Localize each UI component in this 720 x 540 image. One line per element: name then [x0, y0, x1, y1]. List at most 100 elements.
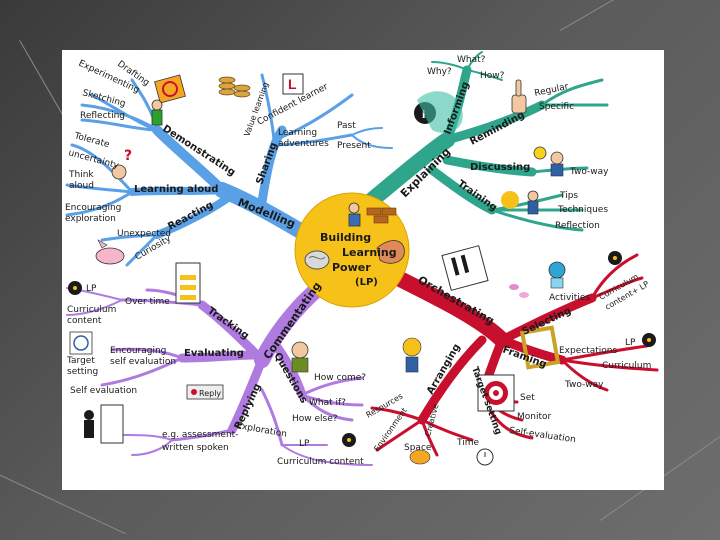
leaf-self-evaluation-2: Self evaluation	[70, 386, 137, 396]
planet-icon	[409, 449, 431, 465]
center-line-4: (LP)	[355, 277, 378, 288]
brain-icon	[304, 250, 330, 270]
leaf-present: Present	[337, 141, 371, 151]
branch-label-sharing: Sharing	[254, 141, 279, 186]
people-talking-icon	[533, 146, 564, 177]
mind-map-slide: Building Learning Power (LP) L ? i	[62, 50, 664, 490]
selecting-branch	[497, 293, 597, 345]
cd-icon	[642, 333, 656, 347]
learning-aloud-branch	[128, 186, 226, 196]
leaf-written-spoken: written spoken	[162, 443, 229, 453]
leaf-activities: Activities	[549, 293, 590, 303]
leaf-time: Time	[456, 438, 479, 448]
leaf-encouraging-exploration-2: exploration	[65, 214, 116, 224]
leaf-curriculum-content-1: Curriculum	[67, 305, 116, 315]
leaf-specific: Specific	[539, 102, 574, 112]
target-clipboard-icon	[69, 331, 93, 355]
flying-pig-icon	[95, 239, 125, 265]
leaf-techniques: Techniques	[557, 205, 608, 215]
boy-figure-icon	[151, 99, 163, 126]
no-entry-sign-icon	[154, 74, 186, 104]
branch-label-selecting: Selecting	[521, 306, 573, 338]
training-branch	[427, 165, 497, 215]
center-line-2: Learning	[342, 246, 397, 259]
leaf-tips: Tips	[559, 191, 578, 201]
cd-icon	[608, 251, 622, 265]
center-line-3: Power	[332, 261, 371, 274]
leaf-unexpected: Unexpected	[117, 229, 171, 239]
reminding-branch	[442, 100, 547, 145]
branch-label-discussing: Discussing	[470, 162, 530, 173]
leaf-think-aloud-1: Think	[68, 170, 94, 180]
leaf-regular: Regular	[534, 82, 570, 99]
builder-icon	[348, 202, 361, 227]
leaf-self-evaluation: Self-evaluation	[509, 426, 577, 445]
leaf-what: What?	[457, 55, 486, 65]
leaf-reflection: Reflection	[555, 221, 600, 231]
muscle-arm-icon	[376, 240, 405, 264]
leaf-encouraging-exploration-1: Encouraging	[65, 203, 121, 213]
branch-label-evaluating: Evaluating	[184, 348, 244, 359]
reply-button-label: Reply	[199, 389, 221, 398]
picture-frame-icon	[519, 325, 561, 370]
robot-icon	[548, 261, 566, 289]
leaf-what-if: What if?	[309, 398, 346, 408]
leaf-why: Why?	[427, 67, 452, 77]
leaf-lp-q: LP	[299, 439, 310, 449]
leaf-learning-adventures-2: adventures	[278, 139, 329, 149]
svg-text:?: ?	[124, 148, 132, 164]
branch-label-reacting: Reacting	[166, 200, 215, 233]
leaf-expectations: Expectations	[559, 346, 617, 356]
decorative-line	[560, 0, 720, 31]
orchestrating-branch	[394, 272, 510, 348]
leaf-how-come: How come?	[314, 373, 366, 383]
branch-label-learning-aloud: Learning aloud	[134, 184, 218, 195]
leaf-eg-assessment: e.g. assessment-	[162, 430, 238, 440]
branch-label-tracking: Tracking	[205, 305, 250, 341]
discussing-branch	[442, 155, 537, 177]
replying-branch	[227, 355, 267, 435]
sharing-branch	[257, 125, 287, 207]
sweets-icon	[509, 284, 529, 298]
confused-boy-icon: ?	[111, 148, 132, 180]
leaf-target-setting-2: setting	[67, 367, 98, 377]
target-board-icon	[477, 374, 515, 412]
man-at-mirror-icon	[84, 404, 124, 444]
orchestrating-branch-group	[370, 253, 659, 457]
l-plate-icon: L	[282, 73, 304, 95]
coins-stack-icon	[218, 76, 251, 98]
leaf-tracking-lp: LP	[86, 284, 97, 294]
cd-icon	[68, 281, 82, 295]
teal-splash-icon	[417, 91, 463, 134]
leaf-set: Set	[520, 393, 535, 403]
detective-icon	[291, 341, 309, 373]
leaf-how-else: How else?	[292, 414, 338, 424]
mind-map: Building Learning Power (LP) L ? i	[65, 51, 659, 467]
leaf-reflecting: Reflecting	[80, 111, 125, 121]
leaf-tolerate-uncertainty-2: uncertainty	[67, 148, 120, 171]
center-line-1: Building	[320, 231, 371, 244]
leaf-curriculum-content-2: content	[67, 316, 102, 326]
leaf-encouraging-self-evaluation-2: self evaluation	[110, 357, 176, 367]
leaf-space: Space	[404, 443, 432, 453]
evaluating-branch	[177, 350, 262, 363]
cd-icon	[342, 433, 356, 447]
leaf-target-setting-1: Target	[66, 356, 95, 366]
ladder-stairs-icon	[175, 262, 201, 304]
leaf-think-aloud-2: aloud	[69, 181, 94, 191]
leaf-how: How?	[480, 71, 505, 81]
commentating-branch	[254, 277, 330, 368]
trainer-figures-icon	[501, 190, 539, 215]
pointing-hand-icon	[511, 79, 527, 114]
leaf-exploration: Exploration	[235, 421, 287, 440]
leaf-past: Past	[337, 121, 356, 131]
leaf-lp: LP	[625, 338, 636, 348]
l-plate-letter: L	[288, 76, 297, 92]
leaf-two-way-2: Two-way	[564, 380, 604, 390]
leaf-over-time: Over time	[125, 297, 170, 307]
stopwatch-icon	[476, 448, 494, 466]
leaf-learning-adventures-1: Learning	[278, 128, 317, 138]
leaf-monitor: Monitor	[517, 412, 552, 422]
piano-hand-icon	[441, 245, 489, 291]
reacting-branch	[153, 191, 236, 239]
